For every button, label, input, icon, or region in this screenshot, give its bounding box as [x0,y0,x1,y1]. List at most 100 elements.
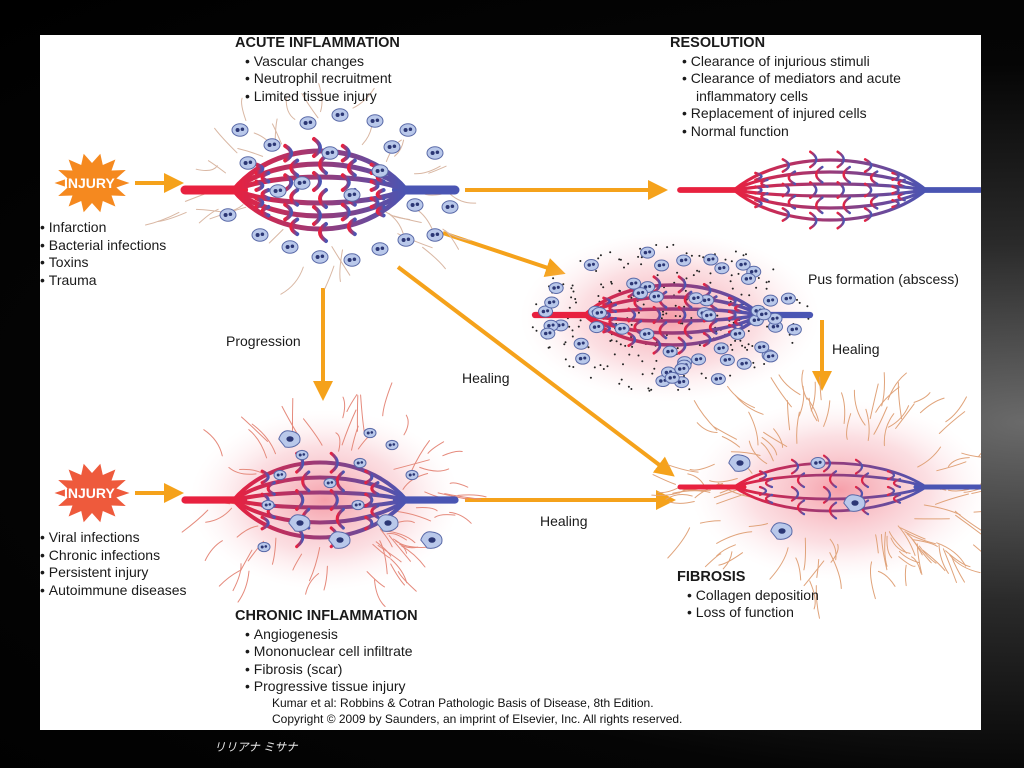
cause-item: Toxins [40,254,166,272]
debris-dot [651,372,654,375]
capillary-link [836,211,845,230]
inflammatory-cell [299,116,317,130]
acute-inflammation-vessel [145,83,477,295]
debris-dot [597,295,600,297]
collagen-fiber [898,556,916,567]
capillary-link [301,470,311,493]
capillary-link [854,458,864,475]
debris-dot [620,378,623,381]
collagen-fiber [875,534,879,554]
collagen-fiber [704,553,722,568]
inflammatory-cell [538,305,554,318]
inflammatory-cell [540,327,556,340]
inflammatory-cell [701,309,717,322]
debris-dot [641,360,644,363]
collagen-fiber [305,573,320,595]
debris-dot [572,366,575,368]
collagen-fiber [204,540,223,561]
debris-dot [656,274,659,277]
collagen-fiber [963,487,981,493]
acute-causes-list: Infarction Bacterial infections Toxins T… [40,219,167,290]
debris-dot [742,254,745,257]
collagen-fiber [904,564,907,587]
collagen-fiber [830,543,839,563]
debris-dot [676,347,679,350]
collagen-fiber [268,229,284,244]
collagen-fiber [819,376,822,401]
collagen-fiber [668,501,695,504]
debris-dot [571,284,574,287]
capillary-link [708,319,718,335]
capillary-link [283,202,294,222]
inflammatory-cell [730,328,746,340]
capillary-link [254,196,265,209]
inflammatory-cell [719,354,735,366]
capillary-link [346,217,357,237]
inflammatory-cell [843,494,866,512]
capillary-link [340,173,351,192]
cause-item: Viral infections [40,529,187,547]
inflammatory-cell [366,114,384,128]
capillary-link [892,478,902,489]
cause-item: Persistent injury [40,564,187,582]
chronic-item: Mononuclear cell infiltrate [245,643,418,661]
inflammatory-cell [323,477,337,489]
capillary-link [340,143,351,163]
collagen-fiber [372,543,391,559]
inflammatory-cell [353,457,367,469]
collagen-fiber [973,544,981,552]
debris-dot [574,298,577,300]
debris-dot [807,317,810,320]
collagen-fiber [875,386,900,413]
capillary-link [683,290,693,309]
collagen-fiber [339,249,343,282]
collagen-fiber [657,487,680,494]
debris-dot [752,361,755,364]
debris-dot [570,296,573,299]
collagen-fiber [917,446,942,468]
debris-dot [618,382,621,385]
capillary-link [809,211,818,230]
collagen-fiber [716,493,747,505]
capillary-link [283,143,294,163]
capillary-link [822,454,832,473]
inflammatory-cell [614,322,630,335]
debris-dot [562,283,565,286]
collagen-fiber [434,514,456,518]
flow-arrows [135,173,832,510]
capillary-link [652,336,662,355]
collagen-fiber [366,571,385,588]
debris-dot [674,304,677,307]
capillary-link [727,310,737,320]
collagen-fiber [195,165,218,172]
debris-dot [595,270,598,272]
inflammatory-cell [406,198,424,212]
collagen-fiber [978,452,981,457]
fibrosis-vessel [651,369,981,619]
collagen-fiber [900,527,926,540]
debris-dot [740,293,743,296]
inflammatory-cell [676,254,692,267]
debris-dot [757,277,760,279]
chronic-inflammation-list: Angiogenesis Mononuclear cell infiltrate… [245,626,418,696]
collagen-fiber [248,429,268,459]
resolution-item: Clearance of mediators and acute [682,70,901,88]
cause-item: Trauma [40,272,166,290]
inflammatory-cell [426,146,444,160]
chronic-causes-list: Viral infections Chronic infections Pers… [40,529,187,599]
inflammatory-cell [740,272,756,285]
capillary-link [733,303,743,313]
inflammatory-cell [281,240,299,254]
collagen-fiber [748,411,759,446]
debris-dot [702,256,705,259]
collagen-fiber [910,537,932,564]
capillary-branch [732,188,928,198]
debris-dot [729,280,732,283]
collagen-fiber [829,552,842,589]
capillary-link [602,296,612,307]
debris-dot [653,367,656,370]
cause-item: Bacterial infections [40,237,167,255]
collagen-fiber [445,230,459,250]
capillary-link [283,173,294,192]
